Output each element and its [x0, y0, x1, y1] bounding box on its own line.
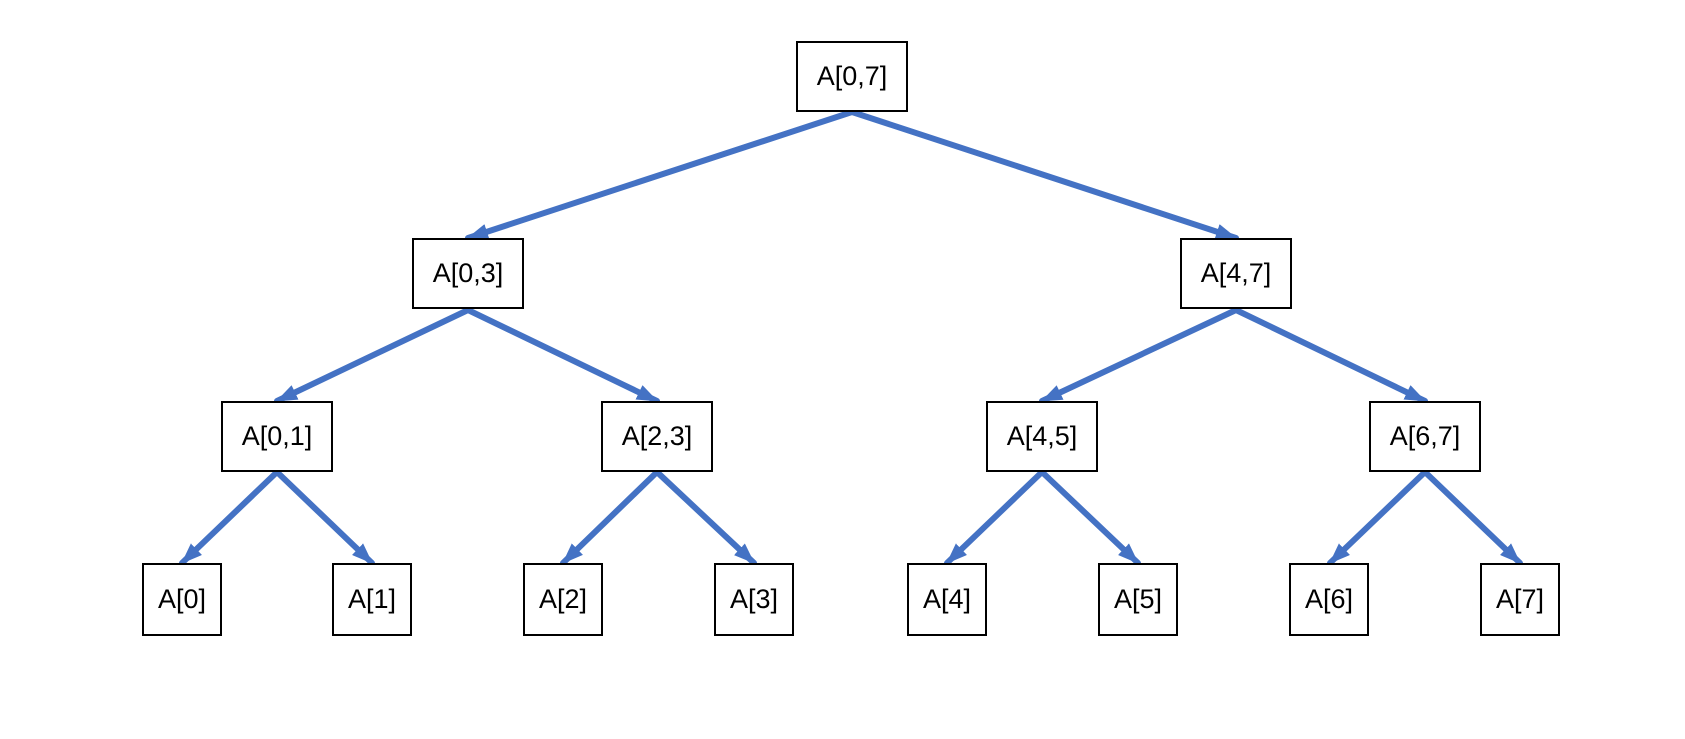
node-a0: A[0]	[142, 563, 222, 636]
node-a6-7: A[6,7]	[1369, 401, 1481, 472]
node-a3: A[3]	[714, 563, 794, 636]
arrow-a67-a7	[1422, 469, 1523, 566]
arrow-a23-a3	[654, 469, 757, 566]
arrow-a03-a01	[274, 307, 471, 404]
node-a5: A[5]	[1098, 563, 1178, 636]
node-a4-5: A[4,5]	[986, 401, 1098, 472]
arrow-a01-a0	[179, 469, 280, 566]
node-a7: A[7]	[1480, 563, 1560, 636]
node-a0-1: A[0,1]	[221, 401, 333, 472]
node-a6: A[6]	[1289, 563, 1369, 636]
arrow-a01-a1	[274, 469, 375, 566]
arrow-a47-a45	[1039, 307, 1239, 404]
arrow-a07-a03	[465, 109, 855, 241]
arrow-a45-a5	[1039, 469, 1141, 566]
node-a4: A[4]	[907, 563, 987, 636]
node-a4-7: A[4,7]	[1180, 238, 1292, 309]
arrow-a47-a67	[1233, 307, 1428, 404]
arrow-a23-a2	[560, 469, 660, 566]
node-a0-7: A[0,7]	[796, 41, 908, 112]
arrow-a03-a23	[465, 307, 660, 404]
arrow-a07-a47	[849, 109, 1239, 241]
node-a2: A[2]	[523, 563, 603, 636]
arrow-a45-a4	[944, 469, 1045, 566]
arrow-a67-a6	[1327, 469, 1428, 566]
node-a0-3: A[0,3]	[412, 238, 524, 309]
node-a2-3: A[2,3]	[601, 401, 713, 472]
node-a1: A[1]	[332, 563, 412, 636]
